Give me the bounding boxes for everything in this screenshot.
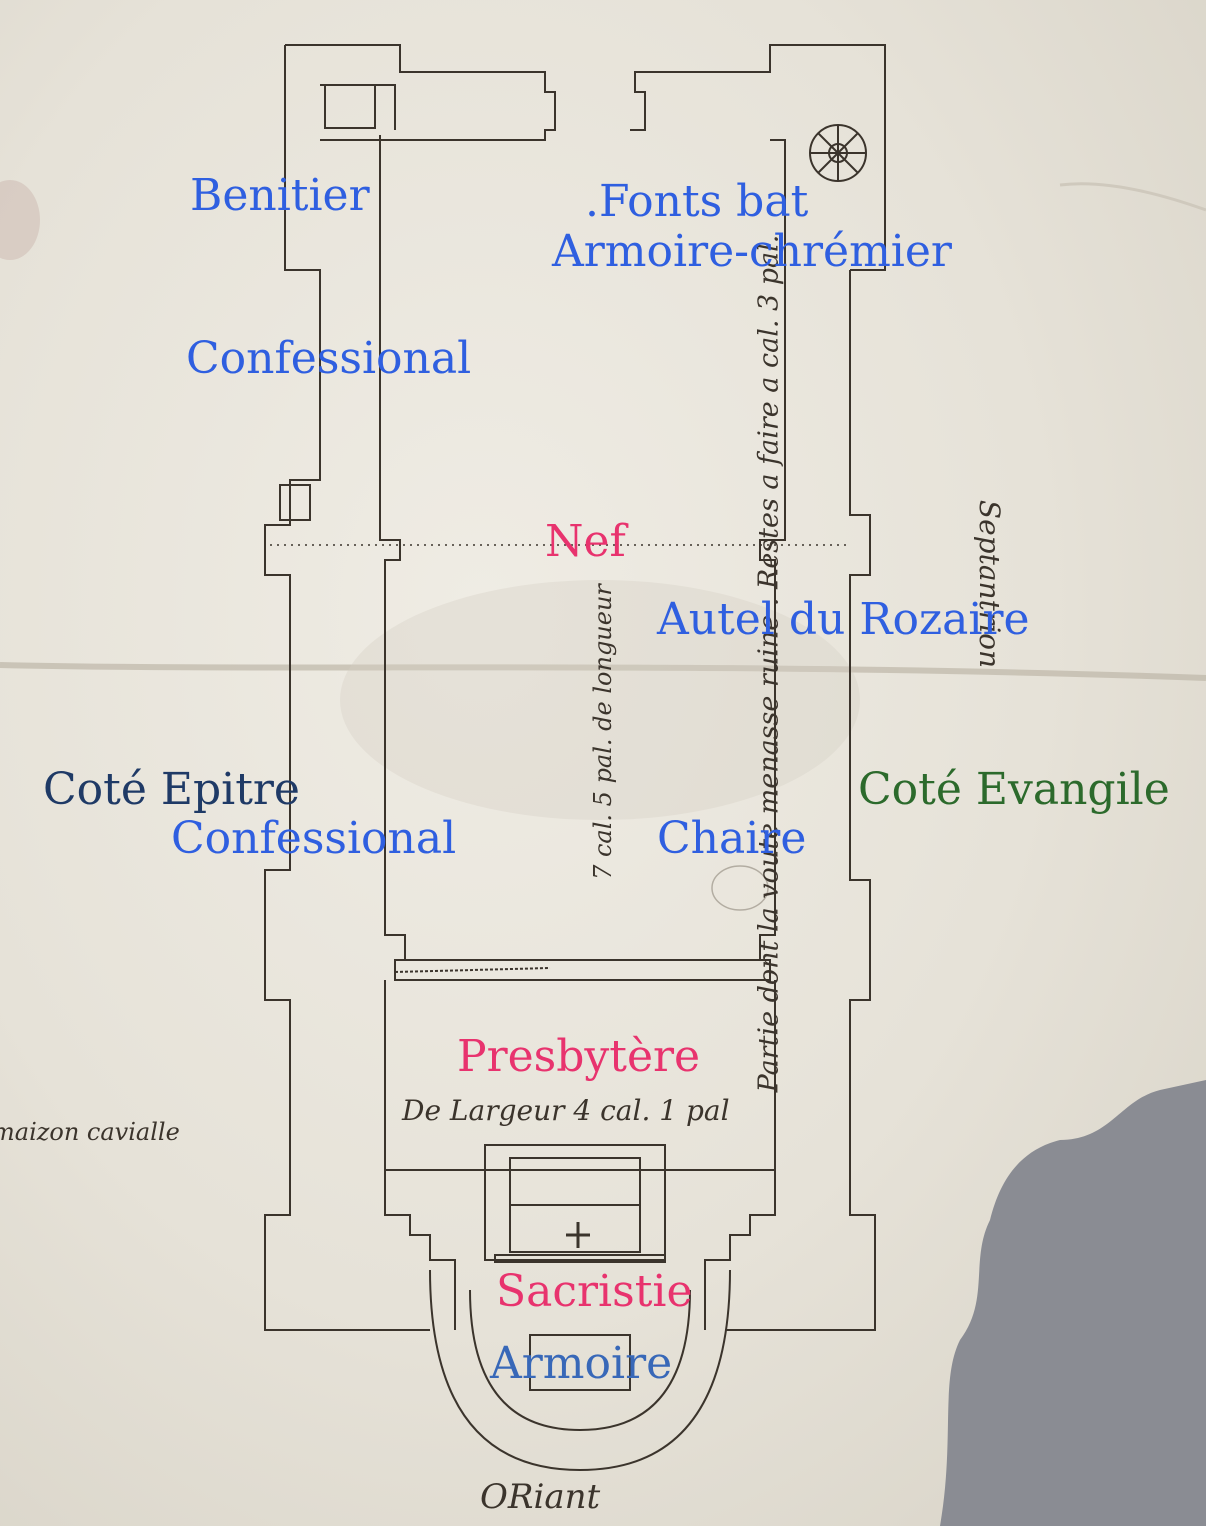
baptismal-font-icon	[809, 124, 867, 182]
altar-cross-icon	[566, 1222, 590, 1248]
label-confessional-top: Confessional	[186, 333, 472, 384]
label-sacristie: Sacristie	[496, 1266, 693, 1317]
outer-wall	[264, 44, 886, 1472]
paper-folds	[0, 180, 1206, 820]
handwriting-vertical-length: 7 cal. 5 pal. de longueur	[588, 584, 617, 880]
label-benitier: Benitier	[190, 170, 370, 221]
label-armoire: Armoire	[490, 1338, 673, 1389]
label-cote-epitre: Coté Epitre	[43, 764, 300, 815]
label-autel-du-rozaire: Autel du Rozaire	[657, 594, 1030, 645]
label-fonts-baptismaux: .Fonts bat	[585, 176, 809, 227]
handwriting-vertical-main: Partie dont la voute menasse ruine . Res…	[753, 234, 785, 1093]
handwriting-largeur: De Largeur 4 cal. 1 pal	[402, 1094, 730, 1127]
label-presbytere: Presbytère	[457, 1031, 701, 1082]
handwriting-oriant: ORiant	[480, 1477, 601, 1517]
label-cote-evangile: Coté Evangile	[858, 764, 1170, 815]
label-confessional-bottom: Confessional	[171, 813, 457, 864]
handwriting-left-margin: maizon cavialle	[0, 1118, 180, 1146]
label-nef: Nef	[545, 516, 626, 567]
label-chaire: Chaire	[657, 813, 807, 864]
label-armoire-chremier: Armoire-chrémier	[552, 226, 952, 277]
chaire-circle-icon	[711, 865, 769, 911]
torn-paper-corner	[940, 1080, 1206, 1526]
